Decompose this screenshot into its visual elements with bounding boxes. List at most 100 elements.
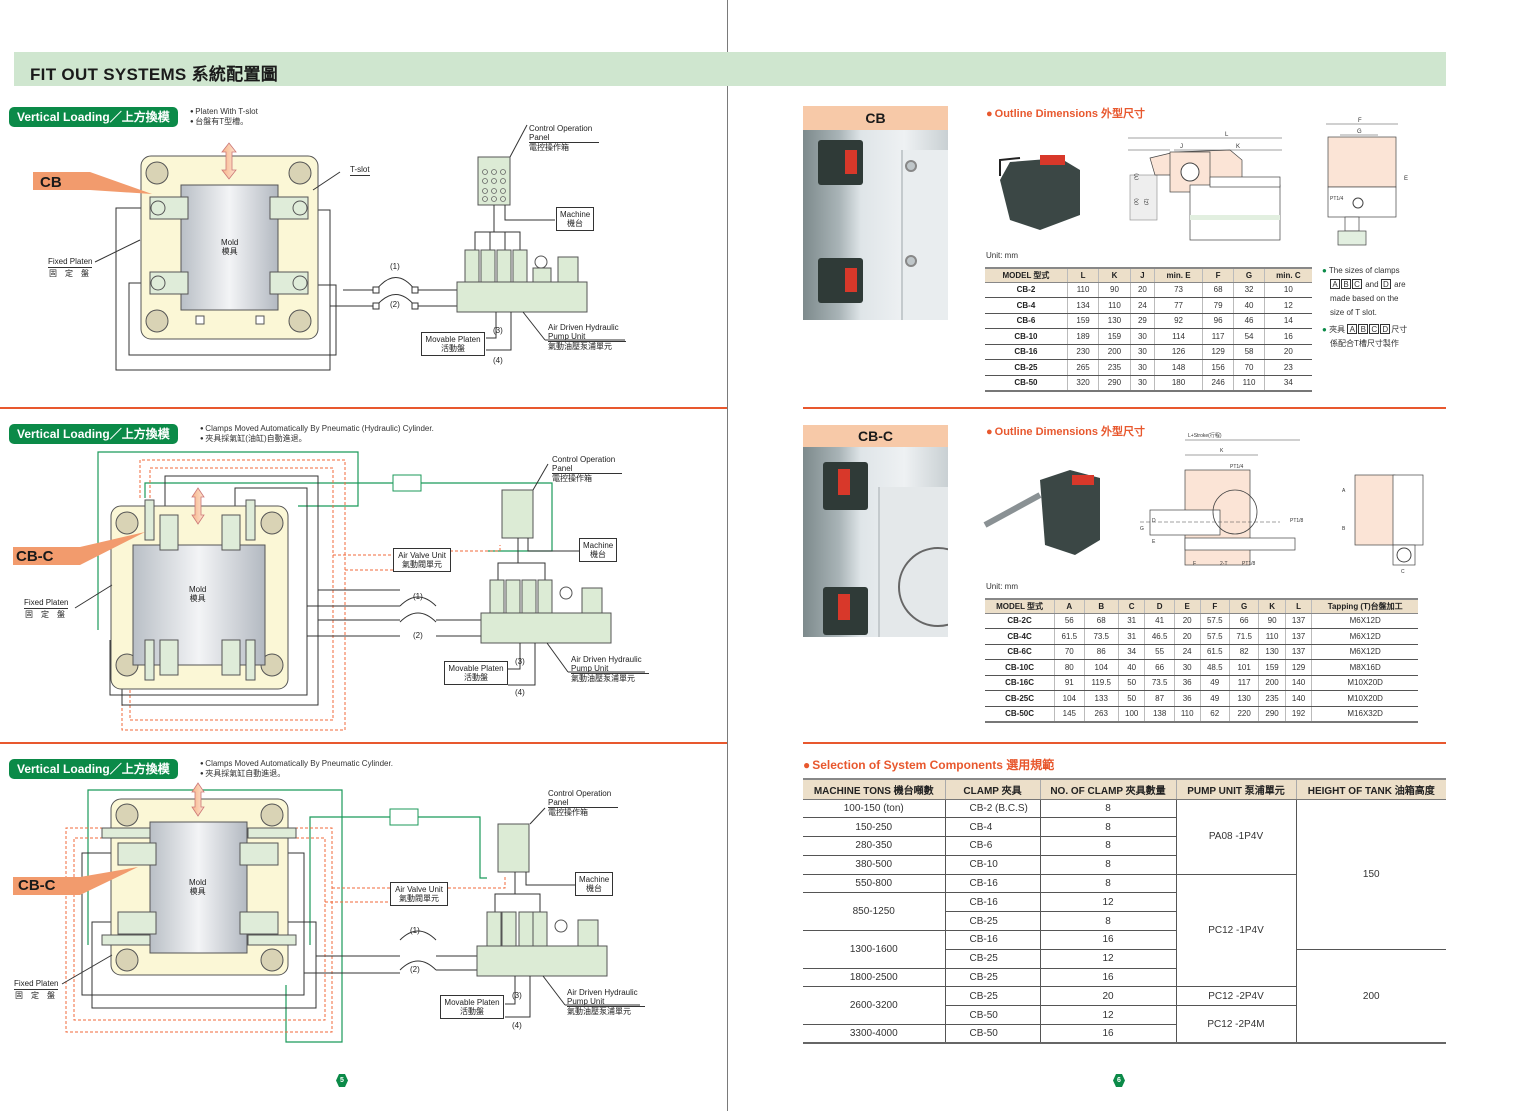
value-cell: 36 (1173, 675, 1201, 691)
column-header: B (1083, 598, 1119, 614)
value-cell: 29 (1129, 313, 1155, 329)
value-cell: 192 (1284, 706, 1312, 723)
value-cell: 130 (1098, 313, 1131, 329)
table-row: CB-50 12 PC12 -2P4M (803, 1005, 1446, 1045)
value-cell: 55 (1144, 644, 1175, 660)
cbc-outline-drawings: L+Stroke(行程) K PT1/4 PT1/8 2-T PT1/8 F G… (983, 432, 1424, 575)
callout-arrow (33, 172, 152, 194)
table-row: 3300-4000 CB-50 16 (803, 1024, 1446, 1045)
hose-label-3: (3) (493, 326, 503, 335)
svg-text:B: B (1342, 526, 1346, 532)
table-row: 1300-1600 CB-16 16 (803, 930, 1446, 969)
fixed-platen-label-zh: 固 定 盤 (15, 991, 55, 1000)
value-cell: 62 (1199, 706, 1230, 723)
hose-label-2: (2) (410, 965, 420, 974)
model-cell: CB-50 (985, 375, 1068, 392)
selection-title: Selection of System Components 選用規範 (803, 756, 1054, 773)
value-cell: 24 (1129, 297, 1155, 314)
column-header: min. C (1263, 267, 1312, 283)
value-cell: 220 (1228, 706, 1259, 723)
value-cell: 23 (1263, 359, 1312, 376)
system-diagram-1 (33, 124, 625, 371)
value-cell: 30 (1129, 359, 1155, 376)
value-cell: 46.5 (1144, 628, 1175, 645)
fixed-platen-label-zh: 固 定 盤 (49, 269, 89, 278)
value-cell: 82 (1228, 644, 1259, 660)
column-header: D (1144, 598, 1175, 614)
value-cell: 126 (1154, 344, 1203, 360)
column-header: HEIGHT OF TANK 油箱高度 (1295, 778, 1446, 800)
svg-text:F: F (1358, 118, 1362, 124)
value-cell: 119.5 (1083, 675, 1119, 691)
value-cell: 50 (1117, 675, 1145, 691)
svg-text:G: G (1357, 129, 1362, 135)
column-header: K (1098, 267, 1131, 283)
model-cell: CB-6C (985, 644, 1055, 660)
svg-text:J: J (1180, 144, 1183, 150)
value-cell: 180 (1154, 375, 1203, 392)
svg-text:K: K (1220, 448, 1224, 454)
value-cell: 61.5 (1199, 644, 1230, 660)
value-cell: 137 (1284, 613, 1312, 629)
svg-text:(Y): (Y) (1134, 173, 1140, 180)
cb-product-photo (803, 130, 948, 320)
value-cell: 90 (1258, 613, 1286, 629)
value-cell: 156 (1201, 359, 1234, 376)
section-divider (0, 742, 727, 744)
value-cell: 110 (1173, 706, 1201, 723)
value-cell: 91 (1054, 675, 1085, 691)
model-cell: CB-4C (985, 628, 1055, 645)
value-cell: 61.5 (1054, 628, 1085, 645)
value-cell: 96 (1201, 313, 1234, 329)
fixed-platen-label-zh: 固 定 盤 (25, 610, 65, 619)
value-cell: 129 (1284, 659, 1312, 676)
table-row: 280-350 CB-6 8 (803, 836, 1446, 856)
table-row: 380-500 CB-10 8 (803, 855, 1446, 875)
value-cell: 110 (1066, 282, 1099, 298)
value-cell: 66 (1144, 659, 1175, 676)
value-cell: 20 (1173, 613, 1201, 629)
value-cell: 130 (1258, 644, 1286, 660)
value-cell: 46 (1233, 313, 1265, 329)
value-cell: 110 (1233, 375, 1265, 392)
hose-line (115, 207, 331, 371)
svg-text:F: F (1193, 561, 1196, 567)
column-header: L (1284, 598, 1312, 614)
hose-label-4: (4) (515, 688, 525, 697)
section-divider (803, 742, 1446, 744)
value-cell: 138 (1144, 706, 1175, 723)
column-header: NO. OF CLAMP 夾具數量 (1039, 778, 1176, 800)
section-divider (0, 407, 727, 409)
value-cell: 133 (1083, 690, 1119, 707)
hose-label-4: (4) (493, 356, 503, 365)
svg-text:PT1/8: PT1/8 (1242, 561, 1256, 567)
value-cell: 86 (1083, 644, 1119, 660)
value-cell: 16 (1263, 328, 1312, 345)
column-header: PUMP UNIT 泵浦單元 (1175, 778, 1296, 800)
value-cell: 134 (1066, 297, 1099, 314)
section-pill-2: Vertical Loading／上方換模 (9, 424, 178, 444)
column-header: E (1173, 598, 1201, 614)
table-row: 550-800 CB-16 8 PC12 -1P4V (803, 874, 1446, 988)
value-cell: 189 (1066, 328, 1099, 345)
value-cell: 87 (1144, 690, 1175, 707)
hose-label-3: (3) (515, 657, 525, 666)
value-cell: M10X20D (1311, 690, 1418, 707)
value-cell: 117 (1201, 328, 1234, 345)
value-cell: M6X12D (1311, 644, 1418, 660)
value-cell: 50 (1117, 690, 1145, 707)
value-cell: 56 (1054, 613, 1085, 629)
value-cell: 30 (1129, 328, 1155, 345)
value-cell: 20 (1129, 282, 1155, 298)
value-cell: 20 (1263, 344, 1312, 360)
value-cell: 36 (1173, 690, 1201, 707)
